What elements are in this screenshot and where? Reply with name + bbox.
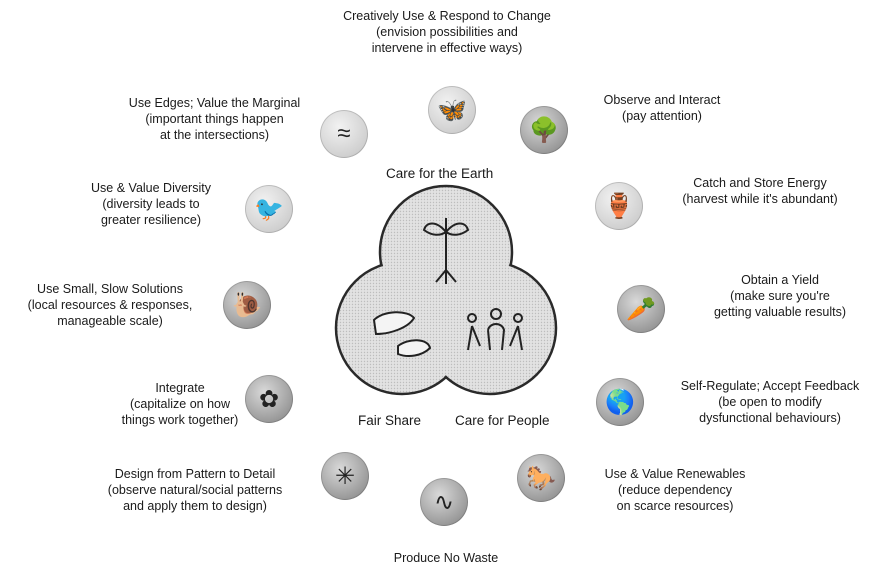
principle-desc: (observe natural/social patterns	[80, 482, 310, 498]
principle-desc: (be open to modify	[660, 394, 880, 410]
jar-icon: 🏺	[595, 182, 643, 230]
principle-title: Use Small, Slow Solutions	[0, 281, 220, 297]
river-icon: ≈	[320, 110, 368, 158]
principle-desc: on scarce resources)	[580, 498, 770, 514]
hummingbird-icon: 🐦	[245, 185, 293, 233]
principle-title: Creatively Use & Respond to Change	[302, 8, 592, 24]
principle-title: Use & Value Renewables	[580, 466, 770, 482]
principle-feedback: Self-Regulate; Accept Feedback (be open …	[660, 378, 880, 426]
principle-title: Obtain a Yield	[680, 272, 880, 288]
principle-title: Self-Regulate; Accept Feedback	[660, 378, 880, 394]
tree-icon: 🌳	[520, 106, 568, 154]
principle-diversity: Use & Value Diversity (diversity leads t…	[66, 180, 236, 228]
principle-desc: things work together)	[95, 412, 265, 428]
principle-title: Design from Pattern to Detail	[80, 466, 310, 482]
principle-desc: greater resilience)	[66, 212, 236, 228]
principle-desc: (capitalize on how	[95, 396, 265, 412]
principle-renewables: Use & Value Renewables (reduce dependenc…	[580, 466, 770, 514]
principle-small-slow: Use Small, Slow Solutions (local resourc…	[0, 281, 220, 329]
principle-desc: getting valuable results)	[680, 304, 880, 320]
principle-desc: and apply them to design)	[80, 498, 310, 514]
principle-desc: (diversity leads to	[66, 196, 236, 212]
principle-waste: Produce No Waste	[366, 550, 526, 566]
principle-title: Observe and Interact	[582, 92, 742, 108]
principle-desc: (harvest while it's abundant)	[660, 191, 860, 207]
principle-desc: (envision possibilities and	[302, 24, 592, 40]
principle-edges: Use Edges; Value the Marginal (important…	[112, 95, 317, 143]
principle-desc: intervene in effective ways)	[302, 40, 592, 56]
horse-icon: 🐎	[517, 454, 565, 502]
carrot-icon: 🥕	[617, 285, 665, 333]
principle-title: Integrate	[95, 380, 265, 396]
principle-title: Produce No Waste	[366, 550, 526, 566]
principle-desc: (pay attention)	[582, 108, 742, 124]
principle-desc: (important things happen	[112, 111, 317, 127]
principle-observe: Observe and Interact (pay attention)	[582, 92, 742, 124]
principle-pattern: Design from Pattern to Detail (observe n…	[80, 466, 310, 514]
ethic-share-label: Fair Share	[358, 413, 421, 428]
principle-desc: (local resources & responses,	[0, 297, 220, 313]
principle-title: Use & Value Diversity	[66, 180, 236, 196]
butterfly-icon: 🦋	[428, 86, 476, 134]
principle-desc: (make sure you're	[680, 288, 880, 304]
principle-energy: Catch and Store Energy (harvest while it…	[660, 175, 860, 207]
principle-desc: (reduce dependency	[580, 482, 770, 498]
principle-integrate: Integrate (capitalize on how things work…	[95, 380, 265, 428]
snail-icon: 🐌	[223, 281, 271, 329]
web-icon: ✳	[321, 452, 369, 500]
principle-desc: dysfunctional behaviours)	[660, 410, 880, 426]
principle-title: Use Edges; Value the Marginal	[112, 95, 317, 111]
principle-title: Catch and Store Energy	[660, 175, 860, 191]
principle-change: Creatively Use & Respond to Change (envi…	[302, 8, 592, 56]
globe-icon: 🌎	[596, 378, 644, 426]
worm-icon: ∿	[420, 478, 468, 526]
principle-desc: manageable scale)	[0, 313, 220, 329]
principle-yield: Obtain a Yield (make sure you're getting…	[680, 272, 880, 320]
ethic-people-label: Care for People	[455, 413, 550, 428]
ethic-earth-label: Care for the Earth	[386, 166, 493, 181]
principle-desc: at the intersections)	[112, 127, 317, 143]
